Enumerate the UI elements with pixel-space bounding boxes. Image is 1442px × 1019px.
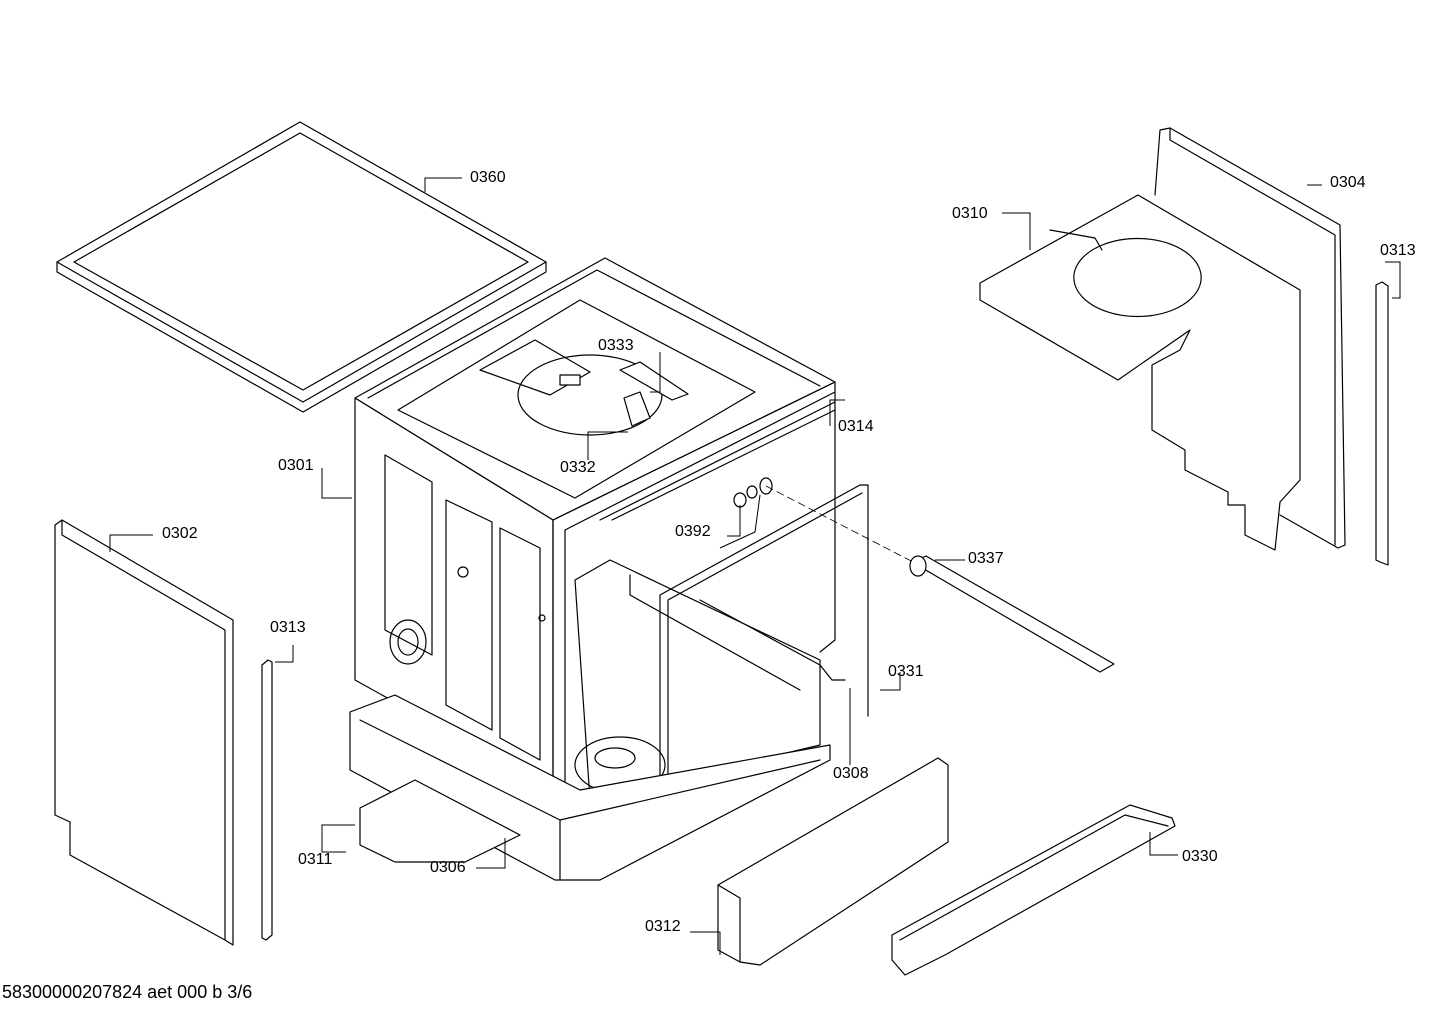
label-0360: 0360 — [470, 169, 506, 186]
label-0308: 0308 — [833, 765, 869, 782]
label-0302: 0302 — [162, 525, 198, 542]
part-0392-fittings — [733, 477, 916, 564]
document-reference: 58300000207824 aet 000 b 3/6 — [2, 982, 253, 1002]
label-0392: 0392 — [675, 523, 711, 540]
label-0337: 0337 — [968, 550, 1004, 567]
part-0308-strip — [699, 599, 846, 681]
label-0310: 0310 — [952, 205, 988, 222]
label-0311: 0311 — [298, 851, 333, 868]
part-0311-foam-block — [359, 779, 521, 863]
part-0302-side-panel — [54, 519, 234, 946]
label-0313-left: 0313 — [270, 619, 306, 636]
part-0304-rear-panel — [1154, 127, 1346, 549]
label-0331: 0331 — [888, 663, 924, 680]
part-0314-gasket — [599, 401, 836, 521]
label-0304: 0304 — [1330, 174, 1366, 191]
label-0313-right: 0313 — [1380, 242, 1416, 259]
part-0360-top-cover — [56, 121, 547, 413]
part-0330-kick-plate — [891, 804, 1176, 976]
label-0330: 0330 — [1182, 848, 1218, 865]
label-0332: 0332 — [560, 459, 596, 476]
part-0313-right-strip — [1375, 281, 1389, 566]
part-0301-tub-body — [354, 257, 836, 801]
part-0313-left-strip — [261, 659, 273, 941]
part-0331-rack-frame — [611, 409, 869, 841]
label-0312: 0312 — [645, 918, 681, 935]
label-0314: 0314 — [838, 418, 874, 435]
label-0301: 0301 — [278, 457, 314, 474]
part-0337-tube — [909, 555, 1115, 673]
label-0306: 0306 — [430, 859, 466, 876]
part-0333-0332-parts — [559, 361, 689, 427]
label-0333: 0333 — [598, 337, 634, 354]
part-0312-insulation — [717, 757, 949, 966]
part-0310-insulation-sheet — [979, 194, 1301, 551]
leader-lines — [109, 177, 1401, 955]
